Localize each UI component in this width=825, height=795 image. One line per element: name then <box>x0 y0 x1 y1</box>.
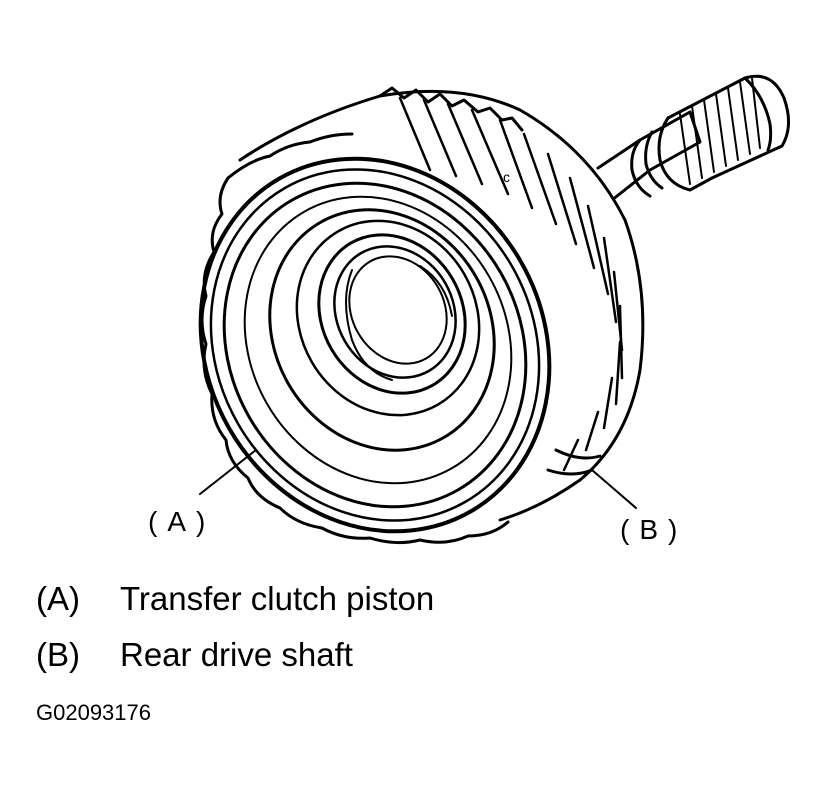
legend-key: (A) <box>36 580 80 617</box>
part-mark: c <box>503 169 510 185</box>
legend-item-b: (B) Rear drive shaft <box>36 636 353 674</box>
rear-drive-shaft <box>596 74 790 202</box>
legend-text: Transfer clutch piston <box>120 580 435 617</box>
callout-label-b: (B) <box>620 514 688 545</box>
legend-item-a: (A) Transfer clutch piston <box>36 580 434 618</box>
transfer-clutch-piston <box>198 132 552 545</box>
clutch-piston-illustration: c <box>198 74 790 545</box>
legend-key: (B) <box>36 636 80 673</box>
callout-label-a: (A) <box>148 506 216 537</box>
figure-code: G02093176 <box>36 700 151 725</box>
leader-line-a <box>199 449 257 495</box>
legend-text: Rear drive shaft <box>120 636 353 673</box>
leader-line-b <box>591 469 637 509</box>
